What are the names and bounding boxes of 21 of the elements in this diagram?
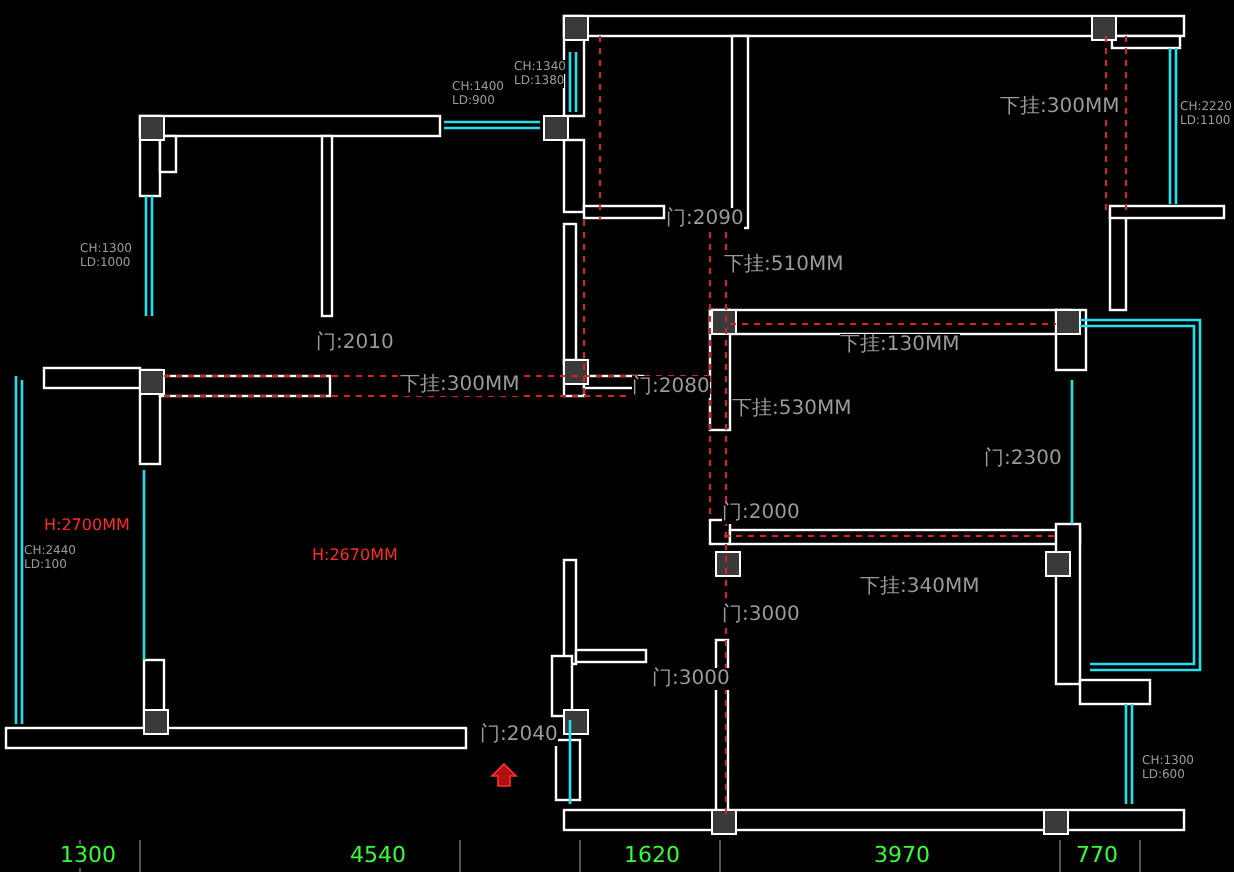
- annotation-label: 下挂:510MM: [724, 254, 844, 276]
- dimension-label: 1300: [60, 844, 116, 868]
- annotation-label: 门:2300: [984, 448, 1062, 470]
- annotation-label: 门:2040: [480, 724, 558, 746]
- annotation-label: 下挂:340MM: [860, 576, 980, 598]
- dimension-label: 1620: [624, 844, 680, 868]
- annotation-label: 门:2090: [666, 208, 744, 230]
- annotation-label: 门:2000: [722, 502, 800, 524]
- annotation-label: 门:2010: [316, 332, 394, 354]
- annotation-label: 下挂:130MM: [840, 334, 960, 356]
- dimension-label: 4540: [350, 844, 406, 868]
- annotation-label: 门:2080: [632, 376, 710, 398]
- ceiling-height-label: H:2700MM: [44, 516, 130, 534]
- annotation-label: 下挂:300MM: [1000, 96, 1120, 118]
- annotation-label: 下挂:530MM: [732, 398, 852, 420]
- annotation-label: 门:3000: [652, 668, 730, 690]
- dimension-label: 770: [1076, 844, 1118, 868]
- ceiling-height-label: H:2670MM: [312, 546, 398, 564]
- dimension-label: 3970: [874, 844, 930, 868]
- annotation-label: 门:3000: [722, 604, 800, 626]
- annotation-label: 下挂:300MM: [400, 374, 520, 396]
